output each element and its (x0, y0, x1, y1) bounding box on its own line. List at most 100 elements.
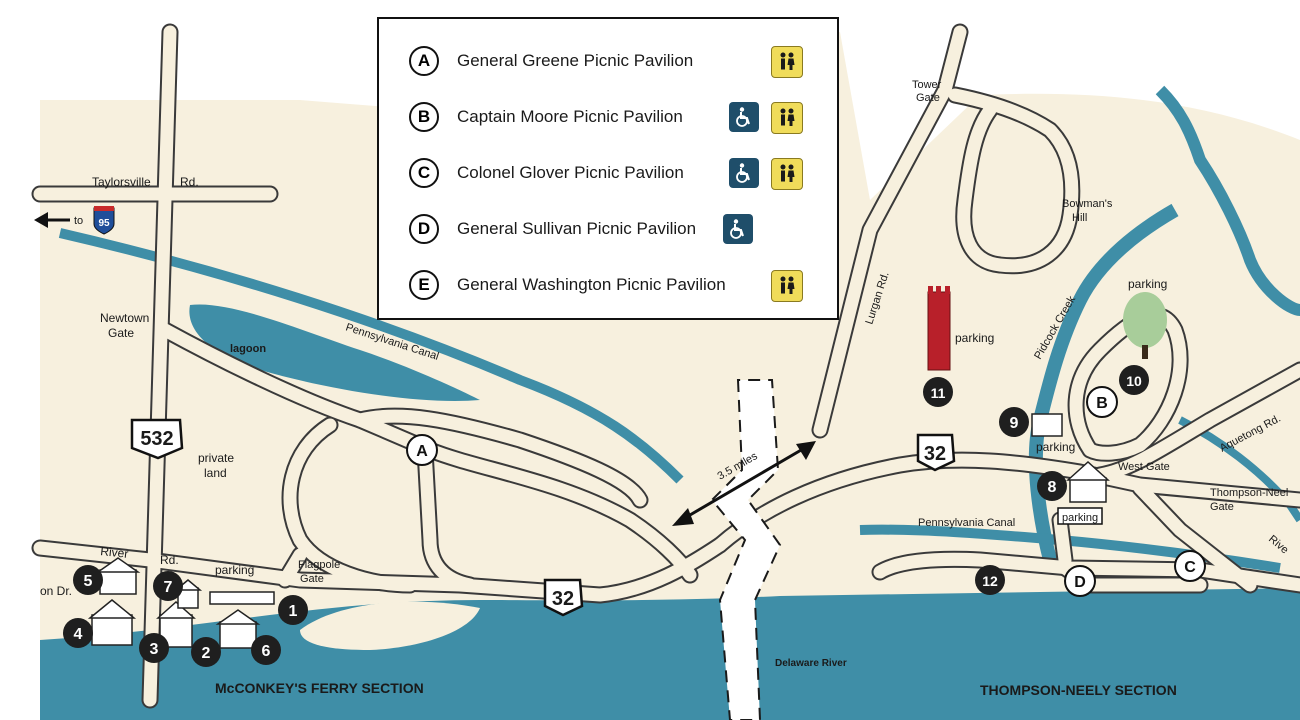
svg-text:2: 2 (202, 645, 211, 662)
pavilion-marker-b[interactable]: B (1086, 386, 1118, 418)
lagoon-label: lagoon (230, 343, 266, 355)
route-32-label-left: 32 (552, 588, 574, 610)
bowmans-hill-label-line2: Hill (1072, 212, 1087, 224)
parking-box (1057, 507, 1103, 525)
parking-center-label: parking (1036, 440, 1075, 454)
pidcock-creek (1028, 203, 1179, 562)
roads-inner (33, 25, 1300, 707)
wheelchair-icon (729, 158, 759, 188)
pavilion-marker-d[interactable]: D (1064, 565, 1096, 597)
site-marker-4[interactable]: 4 (63, 618, 93, 648)
to-label: to (74, 215, 83, 227)
svg-text:B: B (1096, 395, 1108, 412)
svg-text:C: C (1184, 559, 1196, 576)
private-land-label-line1: private (198, 451, 234, 465)
interstate-95-shield: 95 (93, 206, 115, 235)
thompson-neely-gate-label-line1: Thompson-Neel (1210, 487, 1288, 499)
legend-key-e: E (409, 270, 439, 300)
parking-tower-label: parking (955, 331, 994, 345)
site-marker-10[interactable]: 10 (1119, 365, 1149, 395)
svg-text:5: 5 (84, 573, 93, 590)
interstate-95-label: 95 (98, 218, 110, 229)
river-island (300, 601, 480, 650)
route-32-label-right: 32 (924, 443, 946, 465)
svg-text:10: 10 (1126, 373, 1142, 389)
pidcock-creek-upper (1155, 85, 1300, 316)
svg-text:12: 12 (982, 573, 998, 589)
site-marker-1[interactable]: 1 (278, 595, 308, 625)
bowmans-hill-tower-icon (927, 286, 951, 371)
thompson-neely-section-label: THOMPSON-NEELY SECTION (980, 682, 1177, 698)
svg-text:6: 6 (262, 643, 271, 660)
legend-name-d: General Sullivan Picnic Pavilion (457, 219, 697, 238)
legend-row-d: D General Sullivan Picnic Pavilion (409, 211, 696, 247)
bowmans-hill-label-line1: Bowman's (1062, 198, 1113, 210)
wheelchair-icon (723, 214, 753, 244)
tree-icon (1123, 292, 1167, 359)
legend-row-b: B Captain Moore Picnic Pavilion (409, 99, 683, 135)
newtown-gate-label-line1: Newtown (100, 311, 149, 325)
legend-row-e: E General Washington Picnic Pavilion (409, 267, 726, 303)
parking-left-label: parking (215, 563, 254, 577)
wheelchair-icon (729, 102, 759, 132)
taylorsville-label: Taylorsville (92, 175, 151, 189)
site-marker-7[interactable]: 7 (153, 571, 183, 601)
legend-name-e: General Washington Picnic Pavilion (457, 275, 726, 294)
site-marker-5[interactable]: 5 (73, 565, 103, 595)
taylorsville-rd-label: Rd. (180, 175, 199, 189)
svg-text:4: 4 (74, 626, 83, 643)
legend-name-c: Colonel Glover Picnic Pavilion (457, 163, 684, 182)
site-marker-12[interactable]: 12 (975, 565, 1005, 595)
site-marker-11[interactable]: 11 (923, 377, 953, 407)
svg-text:9: 9 (1010, 415, 1019, 432)
site-marker-6[interactable]: 6 (251, 635, 281, 665)
delaware-river-label: Delaware River (775, 658, 847, 669)
legend-key-a: A (409, 46, 439, 76)
legend-key-b: B (409, 102, 439, 132)
site-marker-8[interactable]: 8 (1037, 471, 1067, 501)
pennsylvania-canal-right-label: Pennsylvania Canal (918, 517, 1015, 529)
distance-arrow (672, 441, 816, 526)
mcconkey-section-label: McCONKEY'S FERRY SECTION (215, 680, 424, 696)
river-rd-suffix-label: Rd. (160, 553, 179, 567)
pavilion-marker-a[interactable]: A (406, 434, 438, 466)
tower-gate-label-line2: Gate (916, 92, 940, 104)
legend-name-a: General Greene Picnic Pavilion (457, 51, 694, 70)
west-gate-label: West Gate (1118, 461, 1170, 473)
arrow-left-icon (34, 212, 70, 228)
restroom-icon (771, 158, 803, 190)
site-marker-2[interactable]: 2 (191, 637, 221, 667)
restroom-icon (771, 46, 803, 78)
site-marker-9[interactable]: 9 (999, 407, 1029, 437)
land-area (40, 32, 1300, 720)
parking-box-label: parking (1062, 512, 1098, 524)
pennsylvania-canal-left (58, 228, 684, 484)
section-break (710, 379, 782, 720)
newtown-gate-label-line2: Gate (108, 326, 134, 340)
svg-text:11: 11 (931, 385, 946, 401)
svg-text:A: A (416, 443, 428, 460)
svg-text:3: 3 (150, 641, 159, 658)
svg-text:8: 8 (1048, 479, 1057, 496)
pavilion-legend: A General Greene Picnic Pavilion B Capta… (377, 17, 839, 320)
svg-text:1: 1 (289, 603, 298, 620)
lagoon-water (189, 304, 480, 401)
private-land-label-line2: land (204, 466, 227, 480)
river-rd-label: River (100, 544, 129, 561)
legend-key-d: D (409, 214, 439, 244)
restroom-icon (771, 270, 803, 302)
legend-name-b: Captain Moore Picnic Pavilion (457, 107, 683, 126)
svg-text:D: D (1074, 574, 1086, 591)
mcconkey-dr-label: on Dr. (40, 584, 72, 598)
site-marker-3[interactable]: 3 (139, 633, 169, 663)
route-32-shield-right: 32 (916, 433, 956, 472)
flagpole-gate-label-line1: Flagpole (298, 559, 340, 571)
legend-row-a: A General Greene Picnic Pavilion (409, 43, 693, 79)
restroom-icon (771, 102, 803, 134)
route-532-shield: 532 (130, 418, 184, 460)
thompson-neely-gate-label-line2: Gate (1210, 501, 1234, 513)
pavilion-marker-c[interactable]: C (1174, 550, 1206, 582)
tower-gate-label-line1: Tower (912, 79, 942, 91)
svg-text:7: 7 (164, 579, 173, 596)
legend-row-c: C Colonel Glover Picnic Pavilion (409, 155, 684, 191)
